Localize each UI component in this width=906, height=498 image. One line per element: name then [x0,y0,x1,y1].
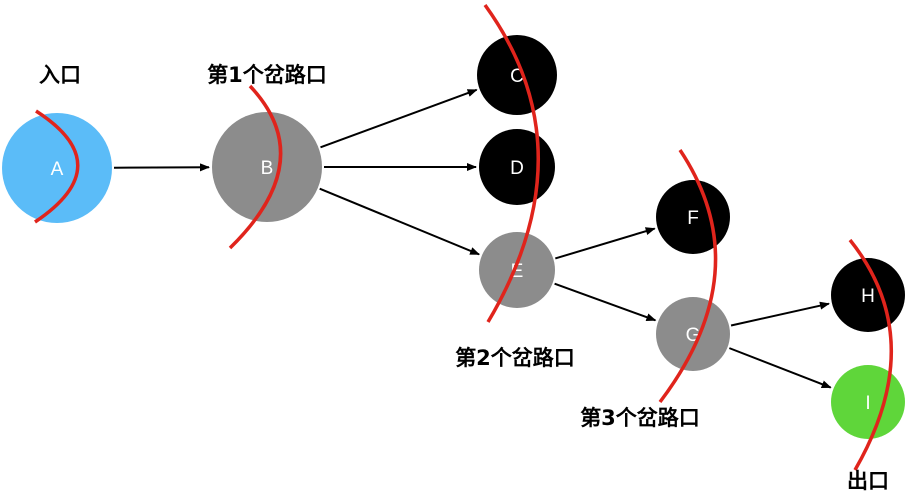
node-label: B [261,158,274,179]
frontier-curve-5 [848,238,894,471]
node-C: C [477,35,557,115]
node-A: A [2,113,112,223]
frontier-curve-3 [483,3,540,323]
edge-E-G [554,282,657,322]
node-label: I [865,393,870,414]
fork1-label: 第1个岔路口 [207,63,327,87]
node-label: D [510,158,524,179]
node-label: A [51,159,64,180]
node-I: I [831,365,905,439]
node-circle [2,113,112,223]
node-B: B [212,112,322,222]
fork3-label: 第3个岔路口 [580,406,700,430]
entrance-label: 入口 [39,63,81,87]
edge-G-H [730,301,830,327]
node-label: H [861,286,875,307]
node-circle [656,180,730,254]
exit-label: 出口 [847,469,889,493]
node-F: F [656,180,730,254]
node-circle [831,365,905,439]
edge-E-F [555,227,656,260]
node-label: F [687,208,699,229]
edge-B-C [320,88,478,149]
node-circle [479,232,555,308]
node-G: G [656,297,730,371]
node-E: E [479,232,555,308]
node-circle [477,35,557,115]
frontier-curve-4 [658,149,718,404]
frontier-curve-1 [34,109,80,224]
fork2-label: 第2个岔路口 [455,346,575,370]
edge-G-I [728,347,832,389]
node-circle [656,297,730,371]
node-label: E [511,261,524,282]
node-D: D [479,129,555,205]
frontier-curve-2 [228,84,283,250]
edge-B-E [319,187,481,256]
node-circle [212,112,322,222]
